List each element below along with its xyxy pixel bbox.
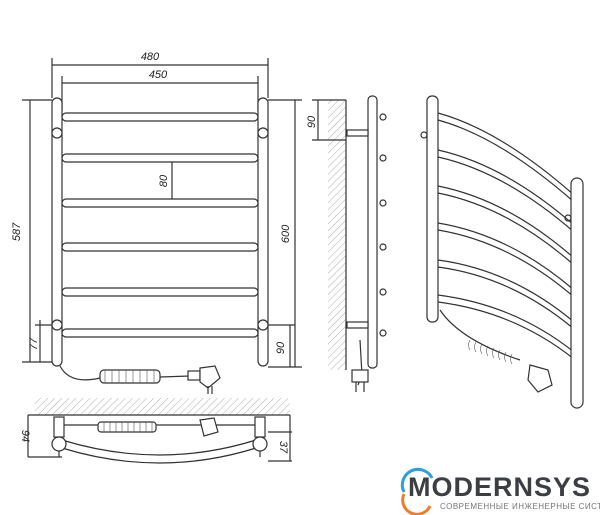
power-cord bbox=[59, 365, 221, 394]
rails bbox=[61, 112, 259, 338]
side-view: 90 bbox=[306, 95, 387, 392]
top-view: 94 37 bbox=[19, 398, 292, 464]
front-view: 480 450 587 600 80 77 90 bbox=[11, 51, 302, 394]
dim-77: 77 bbox=[28, 337, 40, 350]
logo-brand: MODERNSYS bbox=[408, 472, 592, 502]
perspective-view bbox=[420, 95, 584, 409]
logo-tagline: СОВРЕМЕННЫЕ ИНЖЕНЕРНЫЕ СИСТЕМЫ bbox=[440, 502, 600, 511]
dim-80: 80 bbox=[158, 174, 170, 187]
company-logo: MODERNSYS СОВРЕМЕННЫЕ ИНЖЕНЕРНЫЕ СИСТЕМЫ bbox=[400, 472, 600, 512]
left-post bbox=[51, 97, 63, 367]
dim-587: 587 bbox=[11, 222, 23, 241]
dim-90-front: 90 bbox=[275, 341, 287, 354]
dim-94: 94 bbox=[19, 430, 31, 442]
logo-mark bbox=[400, 467, 434, 515]
dim-600: 600 bbox=[280, 224, 292, 243]
dim-90-side: 90 bbox=[306, 115, 318, 128]
dim-37: 37 bbox=[277, 441, 289, 454]
right-post bbox=[257, 97, 269, 367]
dim-480: 480 bbox=[141, 51, 160, 63]
dim-450: 450 bbox=[149, 69, 168, 81]
